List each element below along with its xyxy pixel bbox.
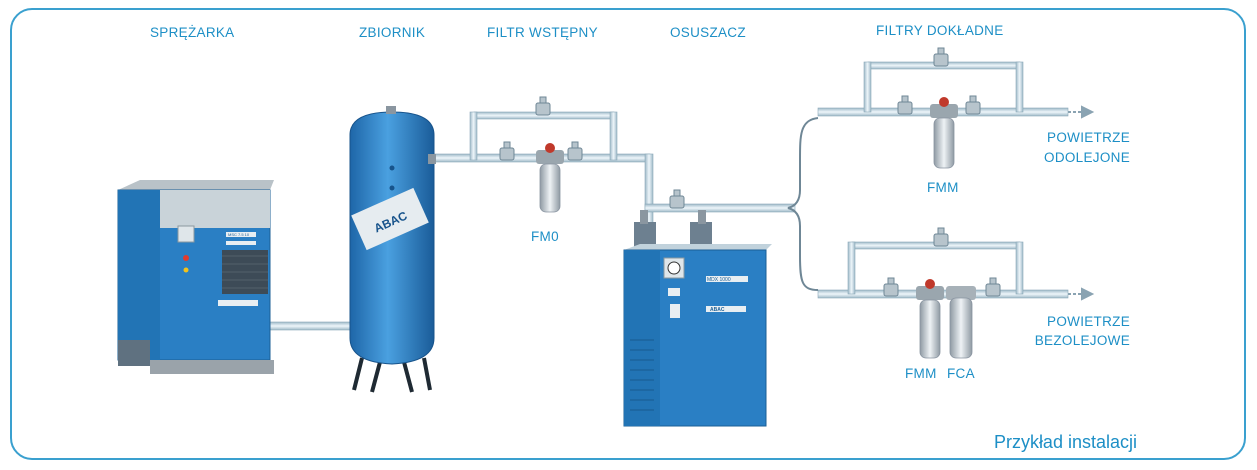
arrow-right-icon (1068, 287, 1095, 301)
label-fca: FCA (947, 366, 975, 381)
valve-icon (933, 47, 949, 67)
valve-icon (535, 96, 551, 116)
caption: Przykład instalacji (993, 432, 1137, 452)
label-tank: ZBIORNIK (359, 25, 426, 40)
dryer-brand: ABAC (710, 307, 725, 313)
valve-icon (567, 141, 583, 161)
filter-icon (946, 286, 976, 359)
filter-icon (536, 143, 564, 213)
brace-icon (787, 117, 819, 291)
valve-icon (933, 227, 949, 247)
label-fmm-bottom: FMM (905, 366, 937, 381)
valve-icon (669, 189, 685, 209)
dryer-badge: MDX 1000 (707, 277, 731, 283)
label-out-bottom-2: BEZOLEJOWE (1034, 333, 1130, 348)
valve-icon (965, 95, 981, 115)
label-fine-filters: FILTRY DOKŁADNE (876, 23, 1004, 38)
label-out-bottom-1: POWIETRZE (1047, 314, 1130, 329)
compressor-icon: MSC 7.5 10 (117, 180, 274, 374)
valve-icon (985, 277, 1001, 297)
tank-icon: ABAC (349, 106, 436, 393)
label-fm0: FM0 (531, 229, 559, 244)
valve-icon (897, 95, 913, 115)
label-out-top-2: ODOLEJONE (1044, 150, 1130, 165)
dryer-icon: MDX 1000 ABAC (623, 210, 772, 427)
label-out-top-1: POWIETRZE (1047, 130, 1130, 145)
label-fmm-top: FMM (927, 180, 959, 195)
valve-icon (883, 277, 899, 297)
compressor-badge: MSC 7.5 10 (228, 232, 250, 237)
filter-icon (916, 279, 944, 359)
label-compressor: SPRĘŻARKA (150, 25, 235, 40)
filter-icon (930, 97, 958, 169)
label-prefilter: FILTR WSTĘPNY (487, 25, 598, 40)
valve-icon (499, 141, 515, 161)
arrow-right-icon (1068, 105, 1095, 119)
diagram-frame (10, 8, 1246, 460)
label-dryer: OSUSZACZ (670, 25, 746, 40)
